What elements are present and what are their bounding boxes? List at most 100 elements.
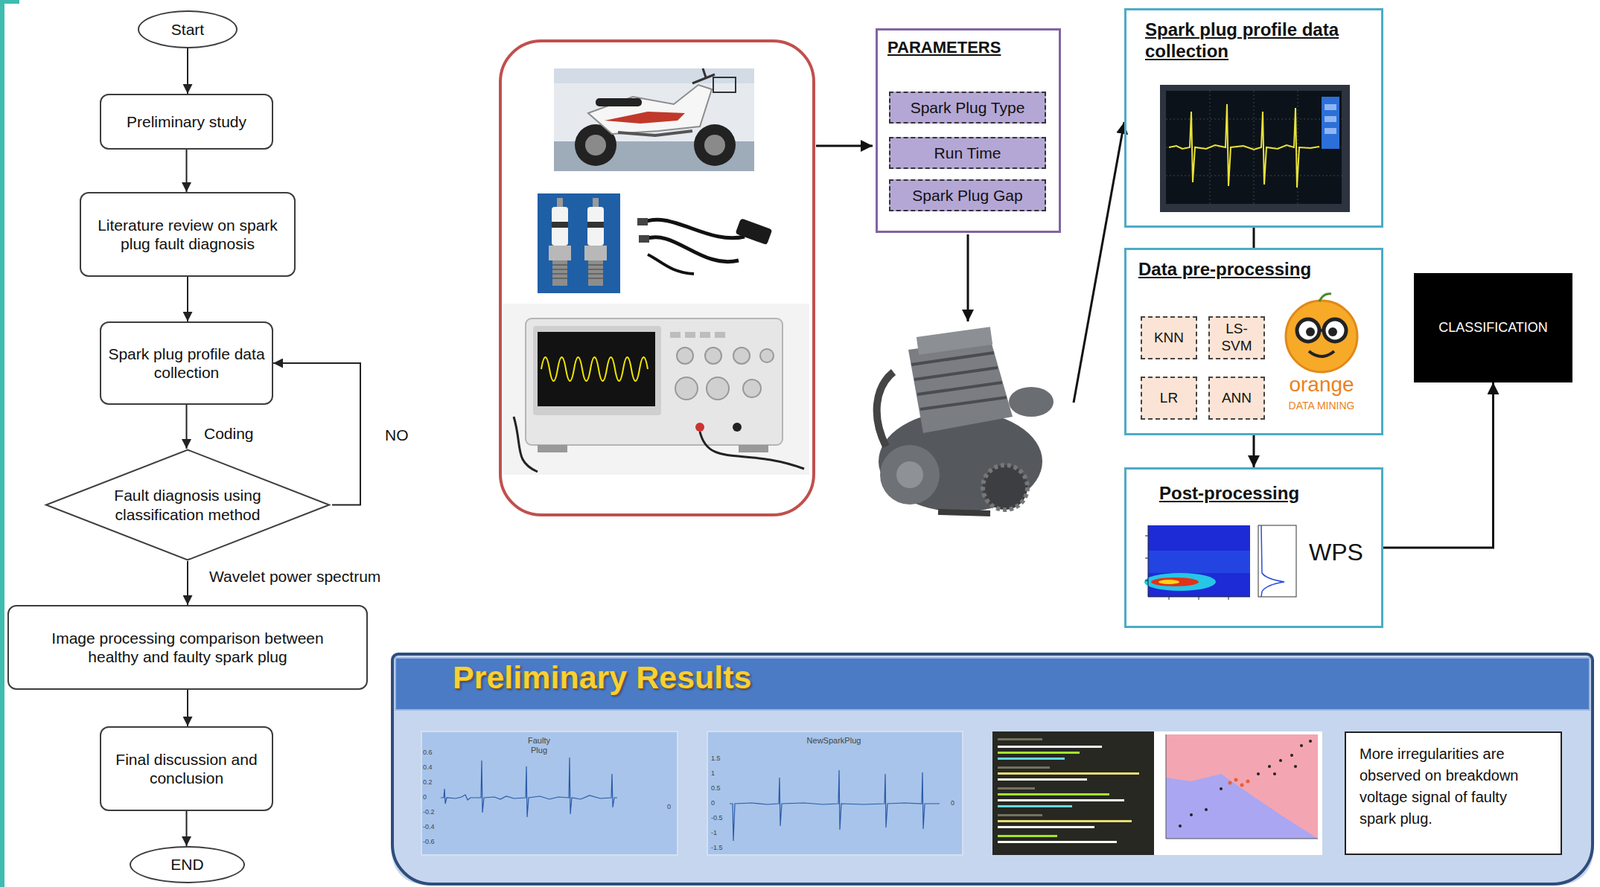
code-screenshot [997, 805, 1073, 808]
wavelet-power-spectrum-plot [1144, 573, 1216, 592]
chart-label: 0 [667, 803, 671, 811]
oscilloscope-photo [705, 347, 722, 365]
node-text: Post-processing [1159, 483, 1300, 505]
code-screenshot [997, 826, 1095, 829]
wavelet-power-spectrum-plot [1148, 550, 1251, 574]
decision-boundary-plot [1293, 765, 1297, 769]
code-screenshot [992, 731, 1155, 856]
motorcycle-photo [595, 98, 642, 107]
faulty-signal-chart [421, 731, 678, 856]
edge-label: Wavelet power spectrum [206, 567, 383, 586]
decision-boundary-plot [1178, 824, 1182, 828]
probe-photo [644, 237, 739, 263]
spark-plug-photo [552, 260, 568, 286]
code-screenshot [992, 731, 1155, 856]
node-text: CLASSIFICATION [1438, 320, 1548, 337]
faulty-signal-chart [440, 757, 618, 818]
orange-logo [1319, 294, 1332, 302]
note-box: More irregularities are observed on brea… [1344, 731, 1563, 856]
engine-picture [982, 465, 1028, 511]
node-text: Spark Plug Gap [912, 186, 1023, 205]
results-band-ground [395, 658, 1590, 711]
wavelet-power-spectrum-plot [1144, 525, 1297, 601]
probe-photo [637, 218, 773, 274]
parameter-item: Spark Plug Gap [888, 179, 1047, 212]
connector [1253, 227, 1256, 248]
new-plug-signal-chart [729, 770, 940, 842]
new-plug-signal-chart [707, 731, 963, 856]
scope-screen-photo [1159, 84, 1350, 213]
scope-screen-photo [1324, 116, 1337, 123]
oscilloscope-photo [732, 422, 742, 432]
code-screenshot [997, 746, 1102, 749]
spark-plug-photo [588, 265, 604, 279]
edge-accent [0, 0, 20, 4]
engine-picture [877, 372, 894, 447]
oscilloscope-photo [525, 318, 783, 446]
decision-boundary-plot [1279, 759, 1283, 763]
code-screenshot [997, 738, 1043, 741]
chart-label: NewSparkPlug [807, 736, 862, 747]
classification-box: CLASSIFICATION [1413, 273, 1573, 383]
wavelet-power-spectrum-plot [1151, 577, 1199, 587]
logo-text: orange [1288, 373, 1354, 397]
oscilloscope-photo [684, 332, 696, 339]
wavelet-power-spectrum-plot [1145, 536, 1229, 601]
chart-label: 0.5 [711, 784, 721, 793]
decision-boundary-plot [1165, 734, 1318, 840]
node-text: Run Time [934, 143, 1002, 163]
decision-boundary-plot [1273, 772, 1277, 776]
wavelet-power-spectrum-plot [1258, 525, 1297, 598]
node-text: Fault diagnosis using classification met… [99, 486, 277, 524]
chart-label: -1.5 [711, 844, 723, 852]
decision-boundary-plot [1290, 754, 1294, 758]
engine-picture [896, 461, 924, 489]
code-screenshot [997, 835, 1058, 838]
scope-screen-photo [1168, 104, 1320, 188]
oscilloscope-photo [670, 332, 681, 339]
node-subtext: WPS [1308, 538, 1364, 567]
motorcycle-photo [604, 111, 685, 124]
wavelet-power-spectrum-plot [1158, 579, 1180, 585]
connector [186, 276, 189, 322]
process-box: Literature review on spark plug fault di… [79, 192, 296, 277]
chart-label: 0 [422, 793, 427, 802]
decision-boundary-plot [1154, 731, 1323, 856]
spark-plug-photo [592, 198, 599, 207]
process-box: Preliminary study [99, 93, 274, 150]
chart-label: -0.2 [422, 808, 435, 817]
engine-picture [916, 326, 993, 356]
decision-boundary-plot [1165, 734, 1318, 840]
results-band-ground [390, 652, 1595, 886]
chart-label: 0 [950, 799, 955, 808]
orange-logo [1296, 319, 1320, 342]
orange-logo [1323, 319, 1347, 342]
engine-picture [877, 326, 1054, 514]
decision-outline [46, 450, 330, 561]
decision-boundary-plot [1267, 765, 1271, 769]
oscilloscope-photo [760, 349, 774, 363]
motorcycle-photo [713, 77, 736, 93]
code-screenshot [997, 799, 1125, 802]
node-text: LS-SVM [1218, 320, 1255, 356]
decision-boundary-plot [1154, 731, 1323, 856]
flow-arrow [967, 234, 970, 322]
engine-picture [911, 352, 1007, 410]
node-text: END [170, 855, 204, 875]
algorithm-box: LS-SVM [1208, 316, 1265, 360]
node-text: Preliminary study [126, 112, 247, 132]
spark-plug-photo [548, 245, 572, 261]
node-text: Spark plug profile data collection [1145, 19, 1369, 63]
code-screenshot [997, 778, 1088, 782]
oscilloscope-photo [675, 377, 698, 400]
chart-label: 1.5 [711, 754, 721, 763]
engine-picture [880, 445, 940, 505]
connector [186, 149, 188, 193]
results-band-ground [390, 652, 1595, 886]
probe-photo [638, 235, 650, 243]
algorithm-box: ANN [1208, 376, 1265, 420]
process-box: Spark plug profile data collection [99, 321, 274, 406]
probe-photo [641, 219, 745, 239]
scope-screen-photo [1321, 96, 1340, 149]
scope-screen-photo [1159, 84, 1350, 213]
